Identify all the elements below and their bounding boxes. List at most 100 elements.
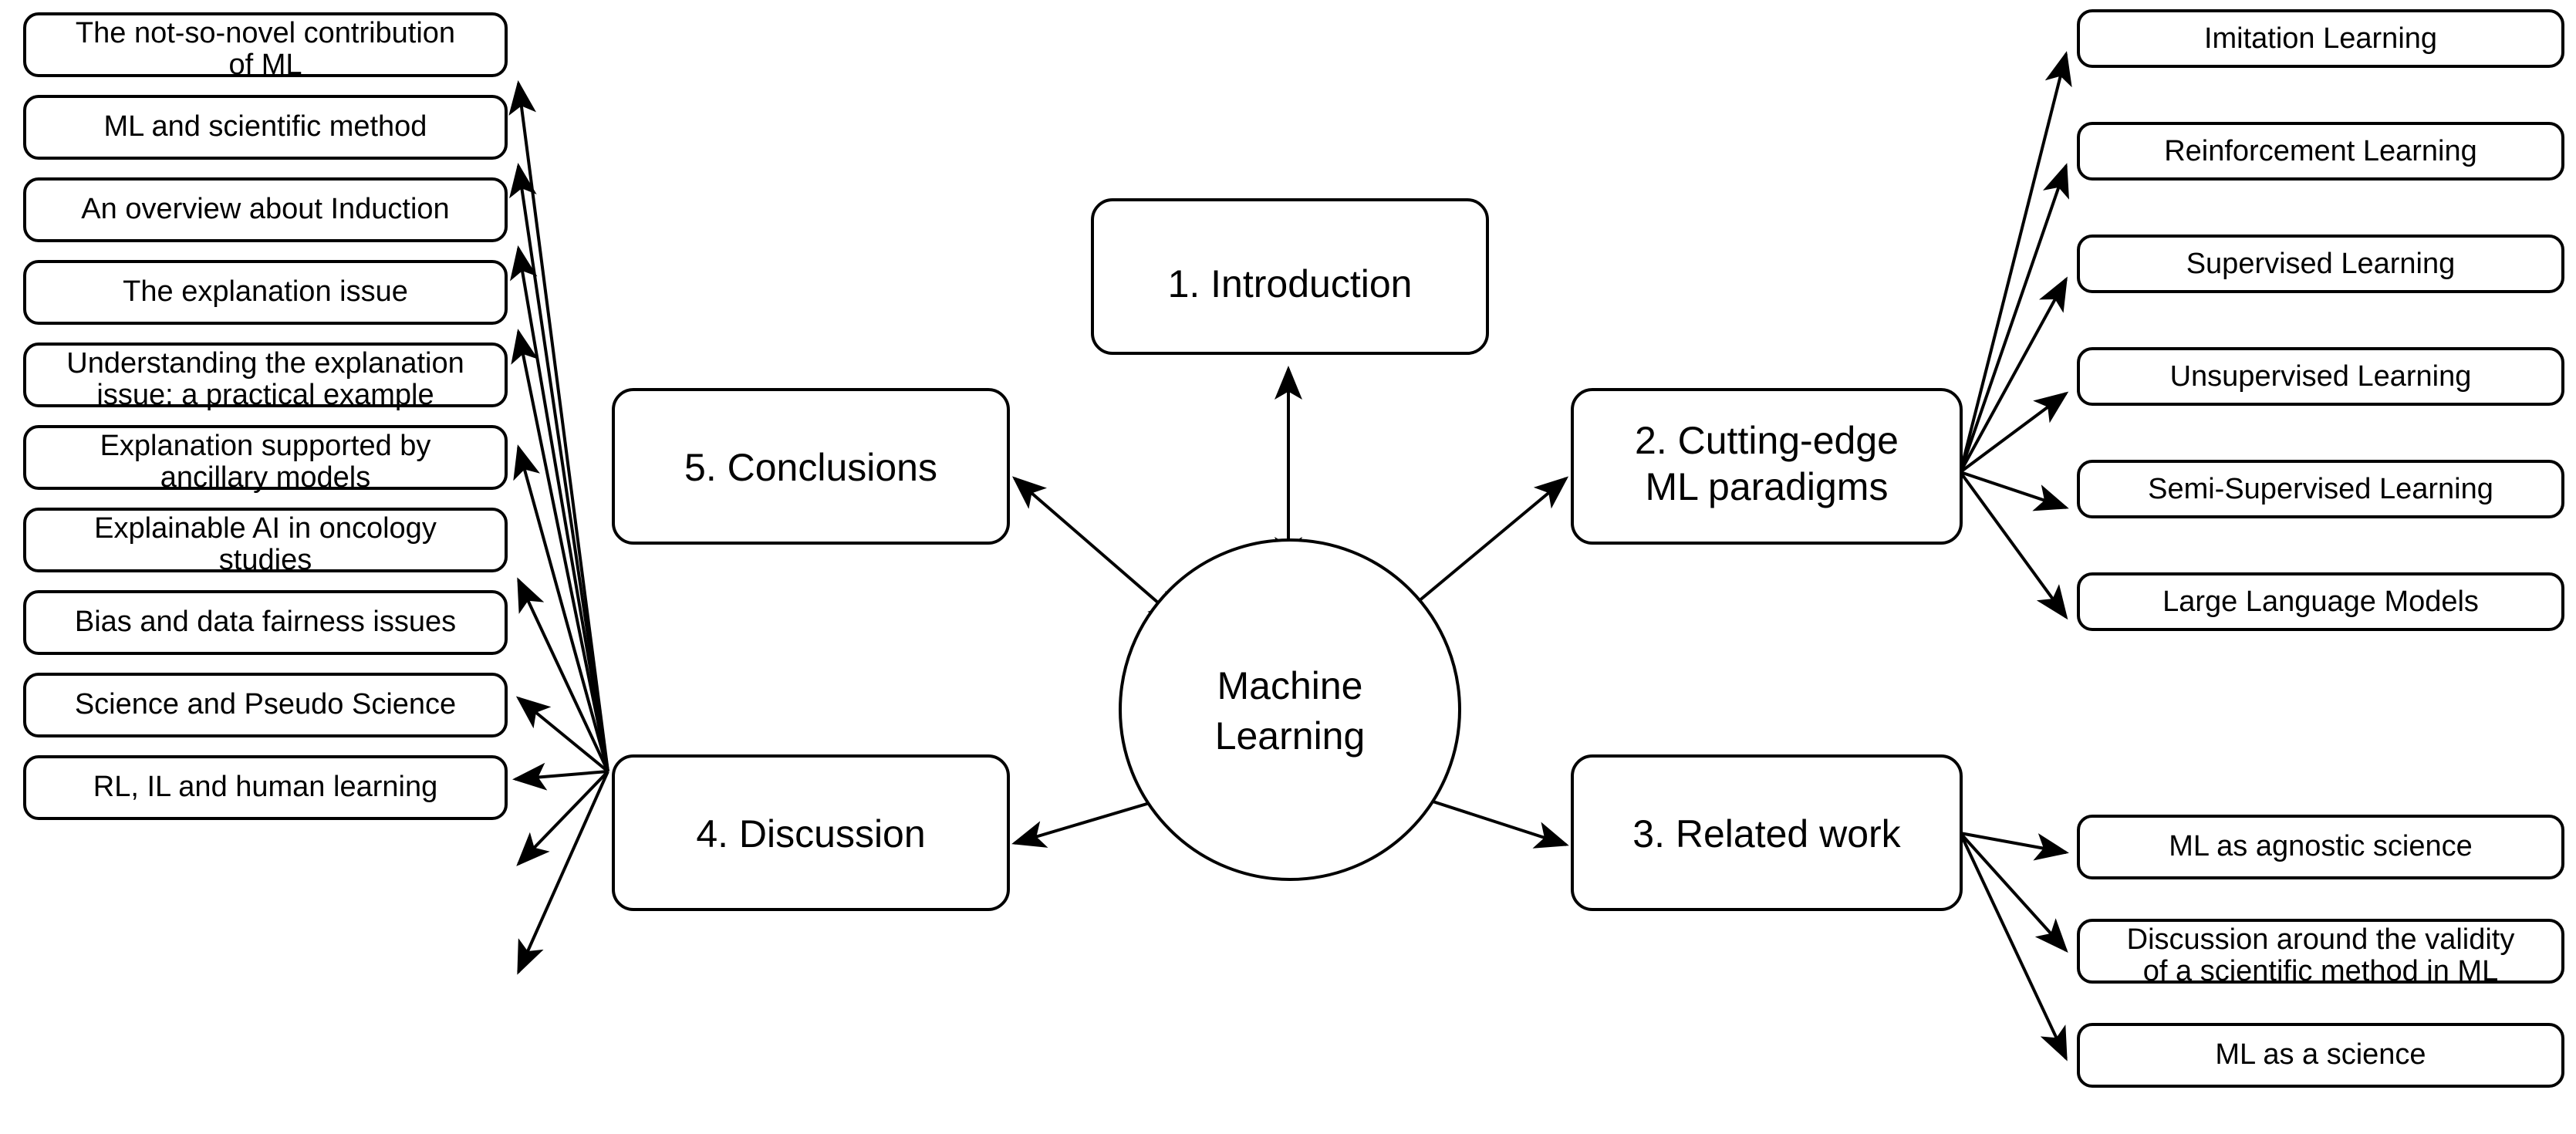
discussion-item-6-box[interactable] bbox=[23, 425, 508, 490]
discussion-item-7-box[interactable] bbox=[23, 508, 508, 572]
discussion-item-2-box[interactable] bbox=[23, 95, 508, 160]
discussion-item-4-box[interactable] bbox=[23, 260, 508, 325]
discussion-item-5-label-line1: Understanding the explanation bbox=[66, 347, 464, 380]
edge-paradigms-to-paradigm-6 bbox=[1959, 471, 2068, 620]
paradigm-item-5-box[interactable] bbox=[2077, 460, 2564, 518]
discussion-item-3-box[interactable] bbox=[23, 177, 508, 242]
paradigm-item-3-box[interactable] bbox=[2077, 235, 2564, 293]
section-introduction-label: 1. Introduction bbox=[1168, 262, 1413, 305]
discussion-item-6-label-line1: Explanation supported by bbox=[100, 430, 431, 462]
discussion-item-8-label: Bias and data fairness issues bbox=[75, 606, 456, 638]
discussion-item-5-label-line2: issue: a practical example bbox=[96, 379, 434, 411]
section-conclusions[interactable]: 5. Conclusions bbox=[612, 388, 1010, 545]
edge-paradigms-to-paradigm-2 bbox=[1959, 163, 2069, 473]
section-paradigms-label-line1: 2. Cutting-edge bbox=[1635, 419, 1899, 462]
related-work-items-column: ML as agnostic science Discussion around… bbox=[2077, 815, 2564, 1088]
paradigm-item-6[interactable]: Large Language Models bbox=[2077, 572, 2564, 631]
center-hub-label-line2: Learning bbox=[1215, 714, 1366, 758]
related-work-item-1-box[interactable] bbox=[2077, 815, 2564, 879]
discussion-item-8-box[interactable] bbox=[23, 590, 508, 655]
edge-discussion-to-item-2 bbox=[509, 163, 609, 772]
paradigm-item-2-label: Reinforcement Learning bbox=[2164, 135, 2477, 167]
paradigm-item-1-label: Imitation Learning bbox=[2204, 22, 2437, 55]
paradigm-item-5[interactable]: Semi-Supervised Learning bbox=[2077, 460, 2564, 518]
discussion-item-10-box[interactable] bbox=[23, 755, 508, 820]
paradigm-item-2-box[interactable] bbox=[2077, 122, 2564, 181]
discussion-item-1-label-line1: The not-so-novel contribution bbox=[76, 17, 455, 49]
edge-relatedwork-to-related-3 bbox=[1959, 832, 2068, 1061]
section-related-work-box[interactable] bbox=[1571, 754, 1963, 911]
edge-center-discussion bbox=[1011, 788, 1187, 848]
related-work-item-3-label: ML as a science bbox=[2215, 1038, 2426, 1071]
section-introduction[interactable]: 1. Introduction bbox=[1091, 198, 1489, 355]
discussion-item-8[interactable]: Bias and data fairness issues bbox=[23, 590, 508, 655]
related-work-item-2[interactable]: Discussion around the validity of a scie… bbox=[2077, 919, 2564, 987]
paradigm-item-6-label: Large Language Models bbox=[2162, 586, 2479, 618]
edge-discussion-to-item-4 bbox=[511, 329, 609, 772]
discussion-item-1[interactable]: The not-so-novel contribution of ML bbox=[23, 12, 508, 81]
related-work-item-2-label-line1: Discussion around the validity bbox=[2127, 923, 2515, 956]
paradigm-item-1[interactable]: Imitation Learning bbox=[2077, 9, 2564, 68]
paradigm-item-2[interactable]: Reinforcement Learning bbox=[2077, 122, 2564, 181]
discussion-item-5[interactable]: Understanding the explanation issue: a p… bbox=[23, 343, 508, 411]
center-hub[interactable]: Machine Learning bbox=[1119, 538, 1461, 881]
paradigm-items-column: Imitation Learning Reinforcement Learnin… bbox=[2077, 9, 2564, 631]
paradigm-item-4-box[interactable] bbox=[2077, 347, 2564, 406]
discussion-item-1-label-line2: of ML bbox=[228, 49, 302, 81]
section-discussion-box[interactable] bbox=[612, 754, 1010, 911]
edge-paradigms-to-paradigm-3 bbox=[1959, 276, 2068, 473]
discussion-item-3[interactable]: An overview about Induction bbox=[23, 177, 508, 242]
edge-paradigms-to-paradigm-5 bbox=[1960, 471, 2069, 511]
discussion-item-6[interactable]: Explanation supported by ancillary model… bbox=[23, 425, 508, 494]
edges-paradigms-fan bbox=[1959, 51, 2072, 620]
edges-discussion-fan bbox=[508, 80, 609, 975]
paradigm-item-4-label: Unsupervised Learning bbox=[2170, 360, 2472, 393]
discussion-items-column: The not-so-novel contribution of ML ML a… bbox=[23, 12, 508, 820]
section-discussion-label: 4. Discussion bbox=[696, 812, 925, 856]
edge-center-relatedwork bbox=[1393, 786, 1569, 849]
discussion-item-2-label: ML and scientific method bbox=[104, 110, 427, 143]
related-work-item-2-label-line2: of a scientific method in ML bbox=[2143, 955, 2498, 987]
related-work-item-3[interactable]: ML as a science bbox=[2077, 1023, 2564, 1088]
center-hub-circle[interactable] bbox=[1119, 538, 1461, 881]
related-work-item-3-box[interactable] bbox=[2077, 1023, 2564, 1088]
edge-discussion-to-item-1 bbox=[508, 80, 609, 772]
discussion-item-7[interactable]: Explainable AI in oncology studies bbox=[23, 508, 508, 576]
edge-discussion-to-item-10 bbox=[517, 771, 609, 975]
section-paradigms[interactable]: 2. Cutting-edge ML paradigms bbox=[1571, 388, 1963, 545]
discussion-item-4[interactable]: The explanation issue bbox=[23, 260, 508, 325]
section-paradigms-box[interactable] bbox=[1571, 388, 1963, 545]
paradigm-item-1-box[interactable] bbox=[2077, 9, 2564, 68]
edge-discussion-to-item-9 bbox=[516, 770, 609, 866]
edge-center-paradigms bbox=[1394, 476, 1569, 622]
edge-discussion-to-item-7 bbox=[515, 696, 609, 773]
section-related-work-label: 3. Related work bbox=[1632, 812, 1901, 856]
edge-paradigms-to-paradigm-4 bbox=[1959, 391, 2069, 474]
discussion-item-5-box[interactable] bbox=[23, 343, 508, 407]
section-conclusions-box[interactable] bbox=[612, 388, 1010, 545]
related-work-item-2-box[interactable] bbox=[2077, 919, 2564, 984]
related-work-item-1[interactable]: ML as agnostic science bbox=[2077, 815, 2564, 879]
discussion-item-2[interactable]: ML and scientific method bbox=[23, 95, 508, 160]
edges-center-hub bbox=[1011, 366, 1569, 849]
center-hub-label-line1: Machine bbox=[1217, 664, 1363, 707]
section-discussion[interactable]: 4. Discussion bbox=[612, 754, 1010, 911]
discussion-item-7-label-line2: studies bbox=[219, 544, 312, 576]
discussion-item-9-box[interactable] bbox=[23, 673, 508, 737]
section-related-work[interactable]: 3. Related work bbox=[1571, 754, 1963, 911]
section-conclusions-label: 5. Conclusions bbox=[684, 446, 937, 489]
paradigm-item-3[interactable]: Supervised Learning bbox=[2077, 235, 2564, 293]
discussion-item-10-label: RL, IL and human learning bbox=[93, 771, 437, 803]
related-work-item-1-label: ML as agnostic science bbox=[2169, 830, 2473, 862]
paradigm-item-4[interactable]: Unsupervised Learning bbox=[2077, 347, 2564, 406]
discussion-item-6-label-line2: ancillary models bbox=[160, 461, 370, 494]
paradigm-item-6-box[interactable] bbox=[2077, 572, 2564, 631]
section-introduction-box[interactable] bbox=[1091, 198, 1489, 355]
discussion-item-9-label: Science and Pseudo Science bbox=[75, 688, 456, 721]
discussion-item-9[interactable]: Science and Pseudo Science bbox=[23, 673, 508, 737]
discussion-item-1-box[interactable] bbox=[23, 12, 508, 77]
discussion-item-10[interactable]: RL, IL and human learning bbox=[23, 755, 508, 820]
edge-discussion-to-item-3 bbox=[510, 245, 609, 772]
discussion-item-3-label: An overview about Induction bbox=[81, 193, 449, 225]
